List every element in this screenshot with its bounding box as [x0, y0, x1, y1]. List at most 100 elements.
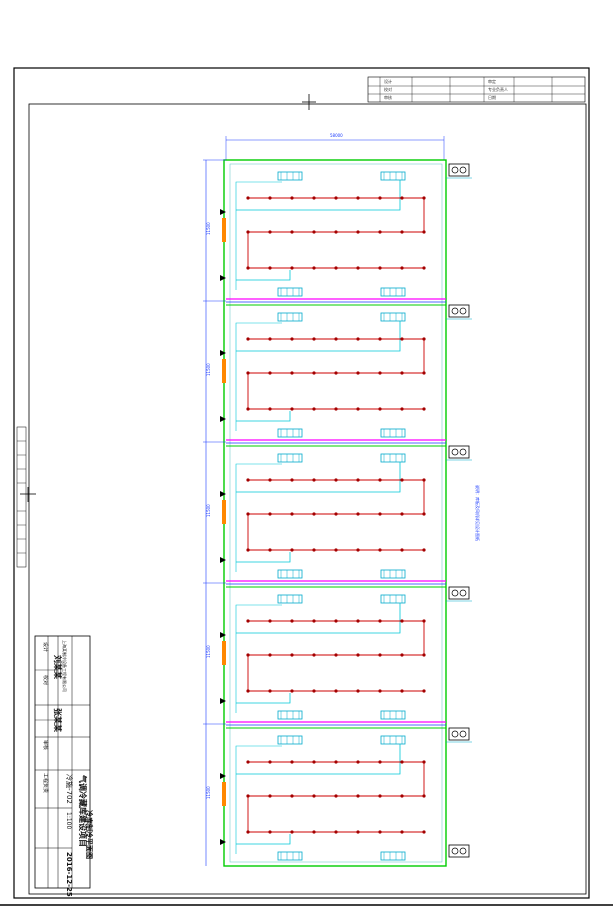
- coil-node: [268, 478, 272, 482]
- supply-line: [236, 180, 401, 211]
- coil-node: [290, 794, 294, 798]
- coil-node: [246, 548, 250, 552]
- evaporator-unit: [277, 594, 303, 604]
- condenser-fan: [459, 589, 467, 597]
- coil-node: [268, 230, 272, 234]
- coil-node: [356, 512, 360, 516]
- coil-node: [268, 266, 272, 270]
- coil-node: [246, 760, 250, 764]
- supply-line: [235, 322, 282, 431]
- coil-node: [400, 689, 404, 693]
- rev-cell-1: 校对: [384, 86, 392, 92]
- valve-icon: [220, 416, 226, 422]
- condenser-fan: [459, 448, 467, 456]
- coil-node: [268, 548, 272, 552]
- condenser-fan: [451, 589, 459, 597]
- bay-dimension-label: 11500: [206, 504, 211, 517]
- evaporator-unit: [277, 171, 303, 181]
- coil-node: [400, 196, 404, 200]
- evaporator-unit: [277, 428, 303, 438]
- door-marker: [222, 500, 226, 524]
- coil-node: [400, 653, 404, 657]
- supply-line: [236, 693, 291, 704]
- center-mark-top: [302, 94, 316, 110]
- coil-node: [356, 407, 360, 411]
- coil-node: [334, 266, 338, 270]
- coil-node: [356, 230, 360, 234]
- coil-node: [378, 337, 382, 341]
- coil-node: [312, 794, 316, 798]
- coil-node: [378, 689, 382, 693]
- title-block: 设计 刘某某 校对 张某某 审核 工程负责 冷施-702 1:100 2016-…: [34, 635, 94, 897]
- rev-cell-5: 日期: [488, 94, 496, 100]
- evaporator-unit: [380, 428, 406, 438]
- inner-frame: [28, 103, 587, 895]
- coil-node: [356, 371, 360, 375]
- coil-node: [422, 619, 426, 623]
- coil-node: [334, 337, 338, 341]
- coil-node: [422, 407, 426, 411]
- tb-checker-label: 校对: [42, 675, 49, 685]
- coil-node: [312, 478, 316, 482]
- tb-date: 2016-12-25: [65, 852, 73, 897]
- coil-node: [290, 196, 294, 200]
- bay-dimension-label: 11500: [206, 645, 211, 658]
- coil-node: [334, 689, 338, 693]
- coil-node: [268, 371, 272, 375]
- evaporator-unit: [380, 851, 406, 861]
- coil-node: [246, 266, 250, 270]
- valve-icon: [220, 839, 226, 845]
- coil-node: [246, 512, 250, 516]
- condenser-fan: [459, 730, 467, 738]
- condenser-fan: [451, 448, 459, 456]
- supply-line: [235, 745, 282, 854]
- coil-node: [422, 230, 426, 234]
- coil-node: [246, 371, 250, 375]
- evaporator-unit: [277, 287, 303, 297]
- valve-icon: [220, 773, 226, 779]
- coil-node: [246, 619, 250, 623]
- condenser-fan: [451, 847, 459, 855]
- center-mark-left: [20, 487, 36, 502]
- coil-node: [334, 407, 338, 411]
- rev-cell-4: 专业负责人: [488, 86, 508, 92]
- coil-node: [312, 266, 316, 270]
- evaporator-unit: [277, 569, 303, 579]
- rev-cell-0: 设计: [384, 78, 392, 84]
- side-note: 说明：库板及风机详见设计图纸: [475, 485, 481, 541]
- coil-node: [422, 794, 426, 798]
- supply-line: [235, 463, 282, 572]
- outer-frame: [13, 67, 590, 899]
- coil-node: [422, 548, 426, 552]
- coil-node: [378, 760, 382, 764]
- coil-node: [268, 337, 272, 341]
- evaporator-unit: [277, 735, 303, 745]
- coil-node: [422, 337, 426, 341]
- condenser-fan: [459, 307, 467, 315]
- bay-dimension-label: 11500: [206, 222, 211, 235]
- coil-node: [378, 407, 382, 411]
- coil-node: [312, 760, 316, 764]
- coil-node: [268, 794, 272, 798]
- coil-node: [422, 653, 426, 657]
- coil-node: [356, 689, 360, 693]
- coil-node: [312, 196, 316, 200]
- coil-node: [290, 619, 294, 623]
- evaporator-unit: [380, 735, 406, 745]
- coil-node: [422, 371, 426, 375]
- coil-node: [400, 619, 404, 623]
- evaporator-unit: [277, 710, 303, 720]
- coil-node: [246, 337, 250, 341]
- coil-node: [378, 478, 382, 482]
- coil-node: [356, 337, 360, 341]
- supply-line: [236, 462, 401, 493]
- valve-icon: [220, 350, 226, 356]
- coil-node: [400, 760, 404, 764]
- door-marker: [222, 359, 226, 383]
- coil-node: [422, 512, 426, 516]
- coil-node: [334, 230, 338, 234]
- coil-node: [312, 512, 316, 516]
- coil-node: [400, 512, 404, 516]
- coil-node: [290, 760, 294, 764]
